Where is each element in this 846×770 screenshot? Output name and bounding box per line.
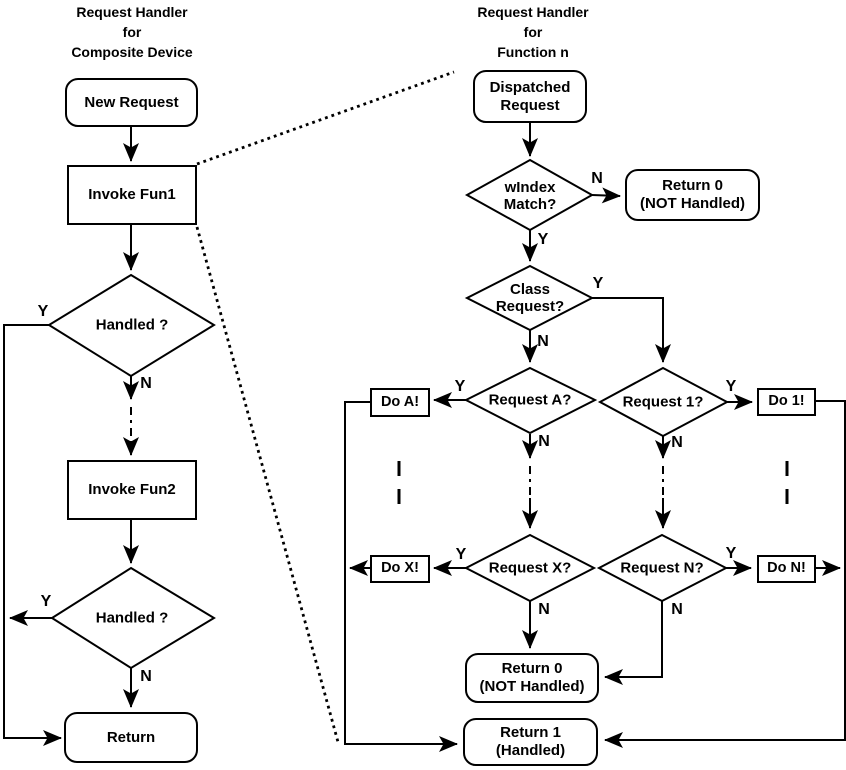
branch-label-no-request-1: N [671,434,683,451]
decision-label-request-1: Request 1? [622,393,704,411]
branch-label-yes-request-n: Y [725,545,737,562]
decision-label-request-a: Request A? [488,391,572,409]
decision-label-request-n: Request N? [620,559,704,577]
branch-label-no-class: N [537,333,549,350]
flow-connectors [3,123,846,752]
branch-label-no-request-x: N [538,601,550,618]
decision-label-request-x: Request X? [488,559,572,577]
branch-label-yes-windex: Y [537,231,549,248]
branch-label-yes-request-x: Y [455,546,467,563]
branch-label-no-handled-2: N [140,668,152,685]
decision-label-handled-1: Handled ? [95,316,169,334]
expansion-dotted-links [195,70,455,743]
node-invoke-fun1: Invoke Fun1 [67,165,197,225]
right-chart-title: Request Handler for Function n [477,4,589,60]
decision-diamonds [47,158,730,670]
decision-diamond-request-a [463,366,598,435]
node-do-a: Do A! [370,388,430,417]
node-do-x: Do X! [370,555,430,583]
node-return: Return [64,712,198,763]
decision-label-handled-2: Handled ? [95,609,169,627]
node-do-1: Do 1! [757,388,816,416]
node-return0-not-handled-bottom: Return 0 (NOT Handled) [465,653,599,703]
decision-diamond-handled-2 [50,566,216,670]
node-return1-handled: Return 1 (Handled) [463,718,598,766]
decision-diamond-class-request [464,264,595,332]
left-chart-title: Request Handler for Composite Device [71,4,193,60]
branch-label-yes-request-1: Y [725,378,737,395]
dotted-link-bottom [195,226,340,743]
branch-label-no-request-a: N [538,433,550,450]
branch-label-yes-handled-1: Y [37,303,49,320]
node-new-request: New Request [65,78,198,127]
branch-label-yes-handled-2: Y [40,593,52,610]
decision-label-windex-match: wIndex Match? [503,178,557,213]
decision-diamond-handled-1 [47,273,216,378]
decision-diamond-request-n [596,533,729,603]
branch-label-no-windex: N [591,170,603,187]
branch-label-no-request-n: N [671,601,683,618]
decision-label-class-request: Class Request? [495,280,565,315]
node-dispatched-request: Dispatched Request [473,70,587,123]
branch-label-no-handled-1: N [140,375,152,392]
dotted-link-top [196,70,455,166]
decision-diamond-request-1 [597,366,730,438]
branch-label-yes-request-a: Y [454,378,466,395]
continuation-ellipsis-marks [397,461,789,504]
branch-label-yes-class: Y [592,275,604,292]
node-do-n: Do N! [757,555,816,583]
decision-diamond-windex-match [464,158,595,232]
node-invoke-fun2: Invoke Fun2 [67,460,197,520]
node-return0-not-handled-top: Return 0 (NOT Handled) [625,169,760,221]
decision-diamond-request-x [463,533,597,603]
